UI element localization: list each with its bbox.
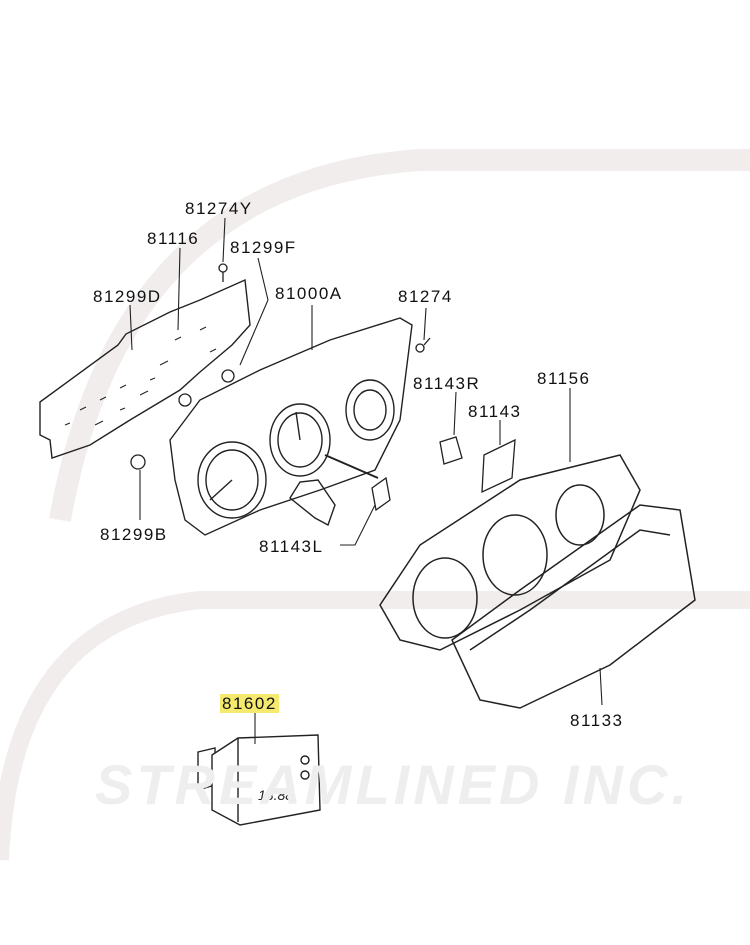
label-81602: 81602 [220,694,279,714]
label-81299f: 81299F [230,238,297,257]
label-81274: 81274 [398,287,453,306]
brackets [371,436,516,512]
display-module [197,734,321,826]
leader-lines [129,217,603,744]
lens [451,504,696,709]
label-81000a: 81000A [275,284,343,303]
lcd-readout: 18.88 [258,787,293,803]
label-81156: 81156 [537,369,591,388]
label-81143: 81143 [468,402,522,421]
label-81602-highlight: 81602 [220,694,279,713]
label-81299b: 81299B [100,525,168,544]
label-81133: 81133 [570,711,624,730]
background-swoosh [0,149,750,861]
label-81143r: 81143R [413,374,481,393]
watermark-text: STREAMLINED INC. [95,753,691,816]
bezel [379,454,641,651]
label-81299d: 81299D [93,287,162,306]
circuit-board [39,278,251,459]
gauge-cluster [169,317,413,536]
label-81116: 81116 [147,229,200,248]
label-81143l: 81143L [259,537,324,556]
screws [130,263,431,470]
label-81274y: 81274Y [185,199,253,218]
